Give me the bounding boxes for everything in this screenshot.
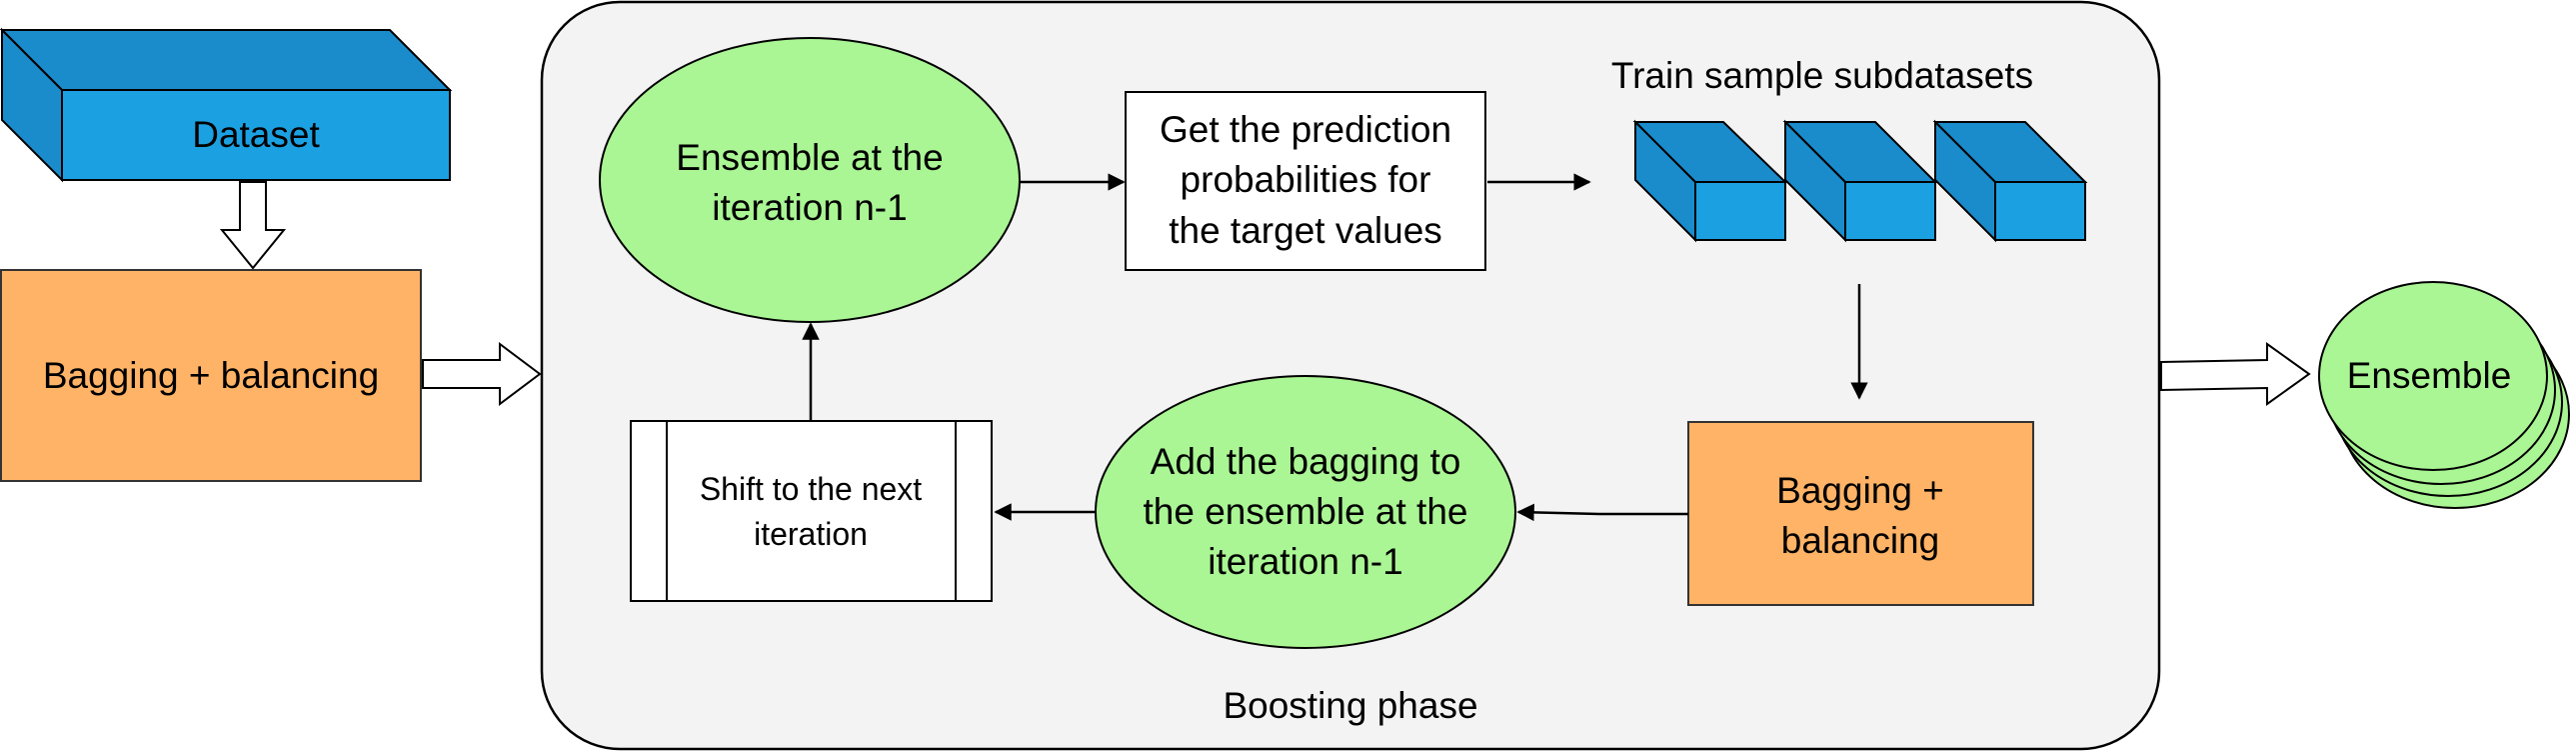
bagging-balancing-right-line2: balancing <box>1781 520 1939 561</box>
dataset-to-bagging-arrow <box>219 181 287 270</box>
ensemble-prev-line1: Ensemble at the <box>676 137 943 178</box>
bagging-balancing-right-line1: Bagging + <box>1776 470 1944 511</box>
ensemble-output-label: Ensemble <box>2347 355 2512 396</box>
dataset-box: Dataset <box>0 27 453 183</box>
get-probabilities-line2: probabilities for <box>1181 159 1431 200</box>
shift-iteration-box <box>630 420 993 602</box>
shift-line2: iteration <box>754 516 868 552</box>
sample-subdataset-2 <box>1782 119 1938 243</box>
get-probabilities-line1: Get the prediction <box>1160 109 1451 150</box>
bagging-balancing-right <box>1687 421 2034 606</box>
add-bagging-line3: iteration n-1 <box>1208 541 1402 582</box>
ensemble-prev-line2: iteration n-1 <box>712 187 907 228</box>
bagging-to-boosting-arrow <box>422 342 542 406</box>
add-bagging-line2: the ensemble at the <box>1144 491 1468 532</box>
dataset-label: Dataset <box>192 114 320 155</box>
get-probabilities-line3: the target values <box>1169 210 1442 251</box>
train-samples-label: Train sample subdatasets <box>1611 55 2033 96</box>
add-bagging-line1: Add the bagging to <box>1151 441 1461 482</box>
sample-subdataset-3 <box>1932 119 2088 243</box>
bagging-to-add-arrow <box>1516 503 1688 522</box>
ensemble-output-stack <box>2318 281 2570 509</box>
bagging-balancing-left-label: Bagging + balancing <box>43 355 379 396</box>
get-probabilities-box <box>1125 91 1486 271</box>
shift-line1: Shift to the next <box>700 471 922 507</box>
boosting-to-ensemble-arrow <box>2160 342 2311 406</box>
ensemble-prev-ellipse <box>599 37 1021 323</box>
bagging-balancing-left <box>0 269 422 482</box>
sample-subdataset-1 <box>1632 119 1788 243</box>
boosting-phase-label: Boosting phase <box>1223 685 1477 726</box>
